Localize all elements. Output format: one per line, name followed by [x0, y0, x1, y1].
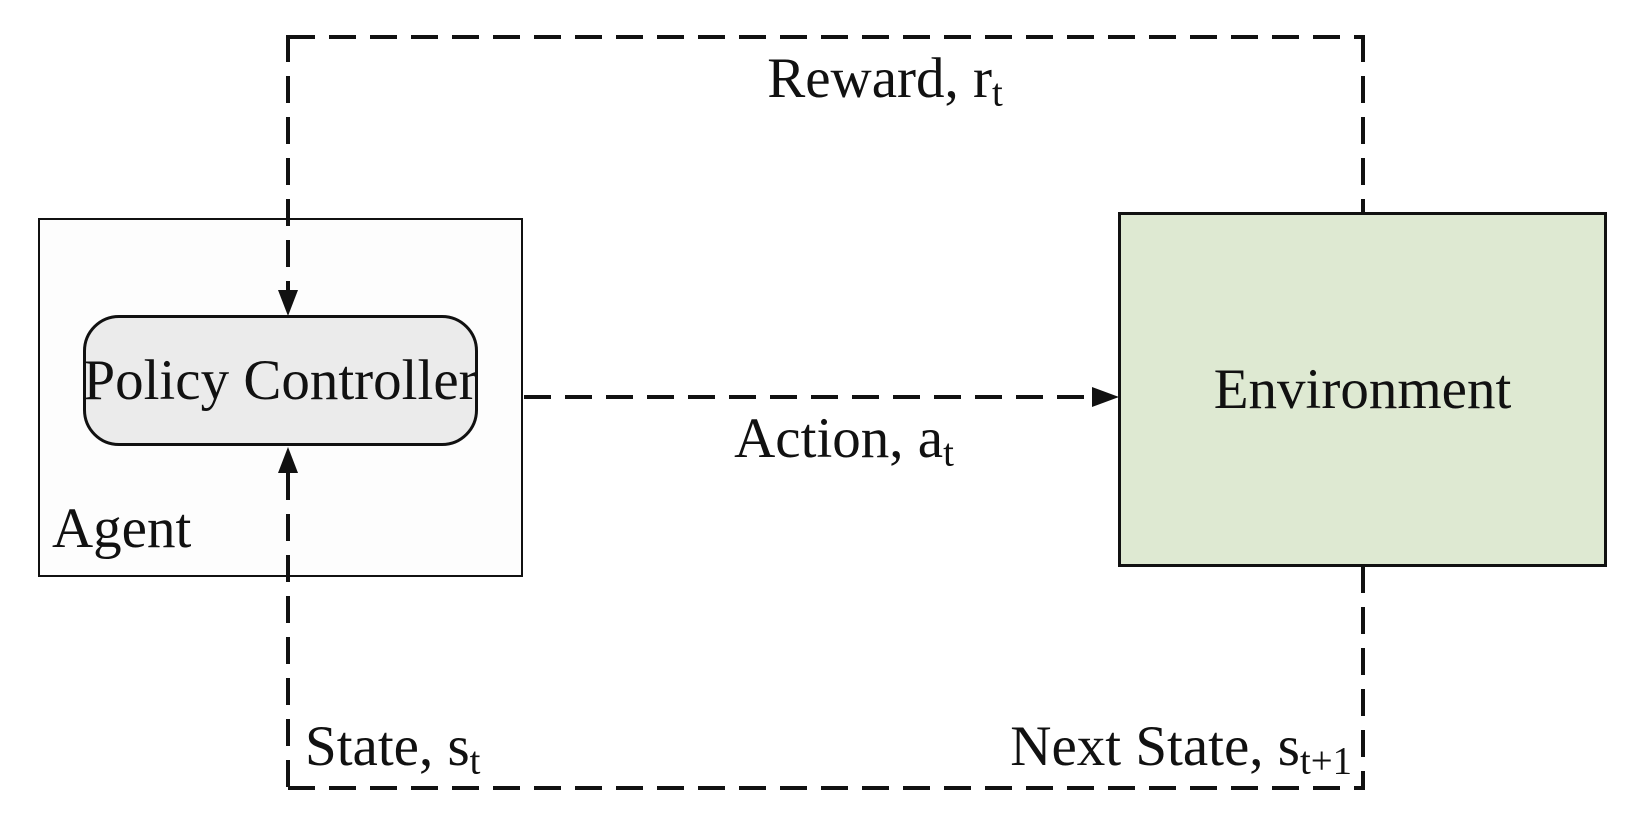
state-edge-bottom-segment: [288, 786, 1365, 790]
action-label-text: Action, a: [734, 407, 944, 470]
reward-edge-top-segment: [288, 35, 1365, 39]
reward-label: Reward, rt: [685, 47, 1085, 112]
reward-arrowhead-icon: [278, 290, 298, 316]
state-label-subscript: t: [469, 739, 481, 783]
next-state-label-text: Next State, s: [1010, 715, 1300, 778]
state-label-text: State, s: [305, 715, 470, 778]
state-edge-left-segment: [286, 473, 290, 788]
action-edge-segment: [524, 395, 1093, 399]
agent-label: Agent: [52, 497, 192, 560]
next-state-label-subscript: t+1: [1300, 739, 1352, 783]
environment-box: Environment: [1118, 212, 1607, 567]
action-label-subscript: t: [943, 431, 954, 475]
policy-controller-box: Policy Controller: [83, 315, 478, 446]
policy-controller-label: Policy Controller: [83, 349, 478, 412]
state-arrowhead-icon: [278, 447, 298, 473]
action-label: Action, at: [644, 407, 1044, 472]
state-label: State, st: [305, 715, 480, 780]
reward-edge-left-segment: [286, 35, 290, 292]
next-state-label: Next State, st+1: [1002, 715, 1352, 780]
reward-label-text: Reward, r: [767, 47, 992, 110]
environment-label: Environment: [1213, 358, 1512, 421]
action-arrowhead-icon: [1092, 387, 1119, 407]
reward-label-subscript: t: [991, 71, 1003, 115]
reward-edge-right-segment: [1361, 35, 1365, 214]
next-state-edge-right-segment: [1361, 566, 1365, 788]
